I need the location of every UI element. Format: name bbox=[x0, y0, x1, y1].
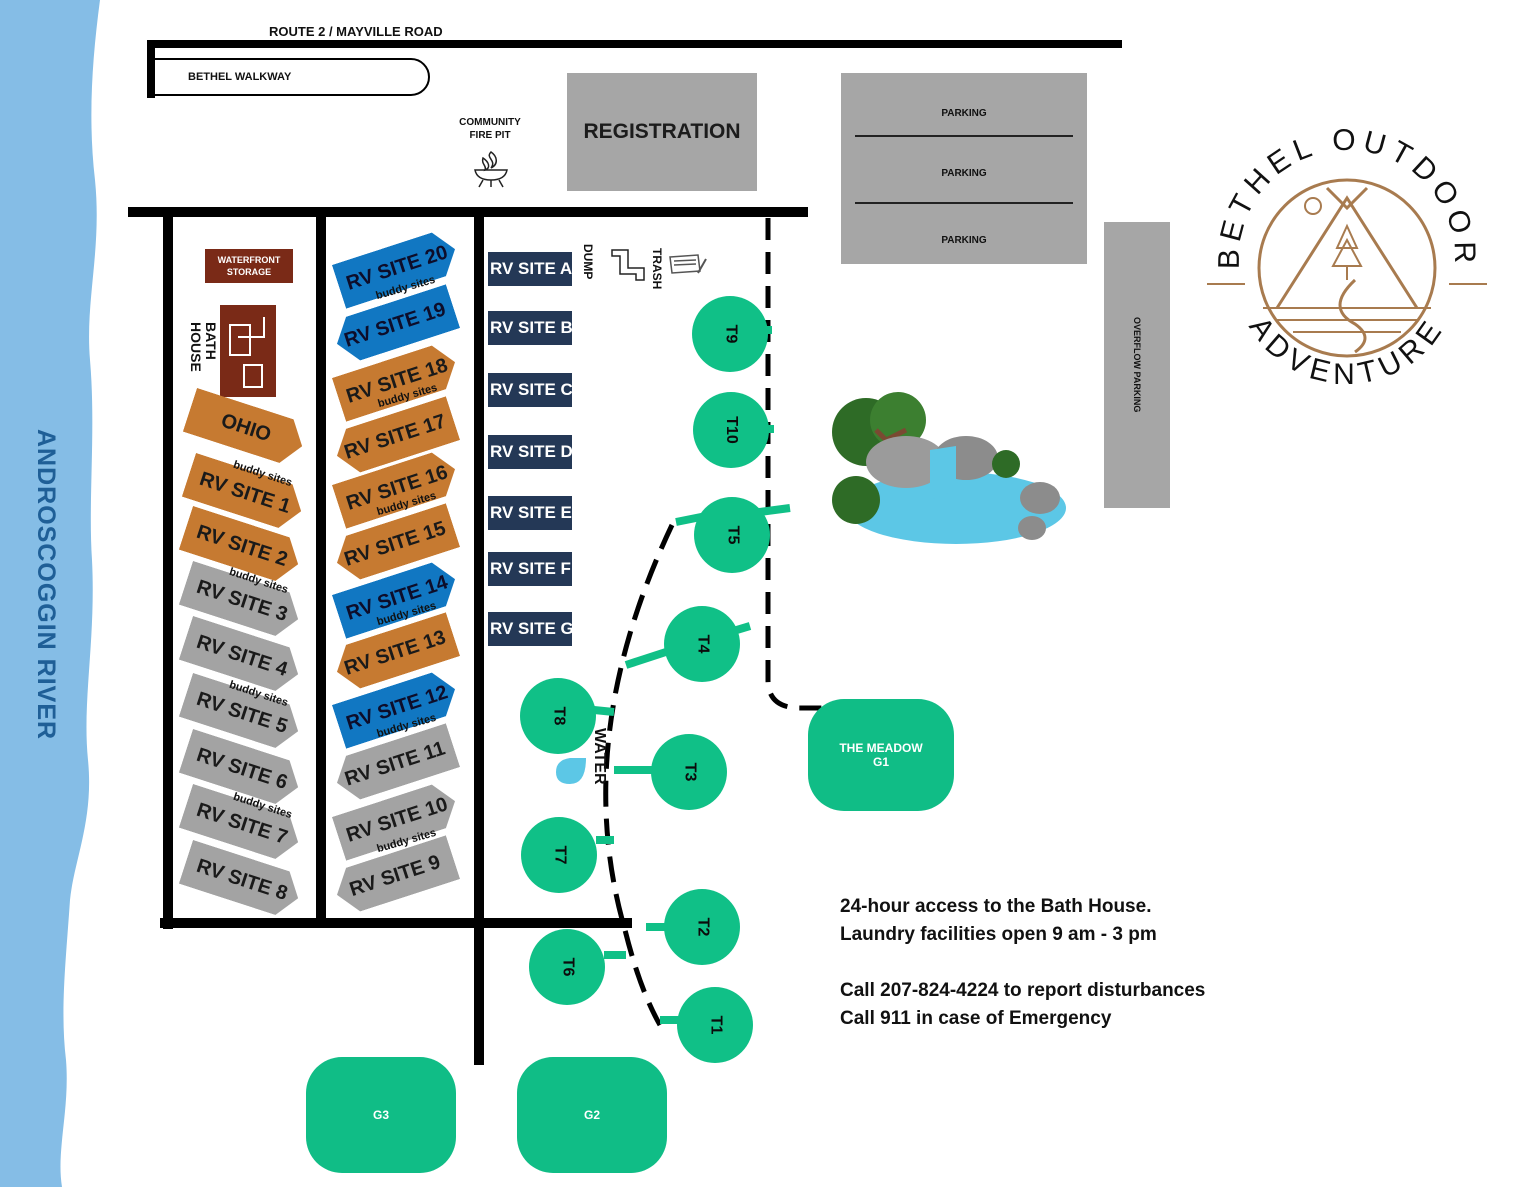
fire-pit-label-2: FIRE PIT bbox=[469, 130, 511, 141]
tent-site-t4[interactable]: T4 bbox=[664, 606, 740, 682]
group-site-g2[interactable]: G2 bbox=[517, 1057, 667, 1173]
parking-divider bbox=[855, 135, 1073, 137]
tent-site-t5[interactable]: T5 bbox=[694, 497, 770, 573]
tent-label: T9 bbox=[721, 324, 739, 344]
storage-label-1: WATERFRONT bbox=[217, 255, 281, 265]
tent-site-t6[interactable]: T6 bbox=[529, 929, 605, 1005]
tent-label: T3 bbox=[680, 762, 698, 782]
parking-label-2: PARKING bbox=[941, 168, 987, 179]
tent-site-t3[interactable]: T3 bbox=[651, 734, 727, 810]
info-line-3: Call 207-824-4224 to report disturbances bbox=[840, 980, 1206, 1001]
water-label: WATER bbox=[591, 728, 608, 785]
pond-illustration bbox=[832, 392, 1066, 544]
bath-label-2: HOUSE bbox=[188, 322, 204, 372]
campground-road-top bbox=[128, 207, 808, 217]
road-col-2-right bbox=[474, 217, 484, 1065]
info-line-1: 24-hour access to the Bath House. bbox=[840, 896, 1152, 917]
fire-pit-label-1: COMMUNITY bbox=[459, 117, 521, 128]
registration-building: REGISTRATION bbox=[567, 73, 757, 191]
bath-house bbox=[220, 305, 276, 397]
water-drop-icon bbox=[556, 758, 586, 784]
tent-label: T1 bbox=[706, 1015, 724, 1035]
river-label: ANDROSCOGGIN RIVER bbox=[32, 429, 60, 741]
tent-label: T6 bbox=[558, 957, 576, 977]
road-col-1-left bbox=[163, 217, 173, 929]
overflow-parking-label: OVERFLOW PARKING bbox=[1132, 317, 1142, 413]
parking-divider bbox=[855, 202, 1073, 204]
the-meadow-g1[interactable]: THE MEADOW G1 bbox=[808, 699, 954, 811]
site-rv-site-g[interactable]: RV SITE G bbox=[488, 612, 574, 646]
fire-pit-label: COMMUNITY FIRE PIT bbox=[452, 116, 528, 142]
info-line-4: Call 911 in case of Emergency bbox=[840, 1008, 1112, 1029]
bath-house-label: BATH HOUSE bbox=[188, 322, 219, 372]
info-spacer bbox=[840, 949, 1205, 977]
tent-label: T4 bbox=[693, 634, 711, 654]
storage-label-2: STORAGE bbox=[226, 267, 272, 277]
tent-label: T2 bbox=[693, 917, 711, 937]
fire-pit-icon bbox=[474, 151, 508, 188]
main-road bbox=[147, 40, 1122, 48]
tent-site-t7[interactable]: T7 bbox=[521, 817, 597, 893]
river bbox=[0, 0, 100, 1187]
tent-label: T7 bbox=[550, 845, 568, 865]
bethel-outdoor-logo: BETHEL OUTDOOR ADVENTURE bbox=[1207, 124, 1487, 391]
dump-icon bbox=[611, 249, 645, 281]
meadow-label: THE MEADOW bbox=[839, 741, 923, 755]
tent-site-t10[interactable]: T10 bbox=[693, 392, 769, 468]
tent-label: T10 bbox=[722, 416, 740, 444]
parking-lot: PARKING PARKING PARKING bbox=[841, 73, 1087, 264]
trash-label: TRASH bbox=[650, 248, 664, 290]
tent-label: T8 bbox=[549, 706, 567, 726]
tent-site-t1[interactable]: T1 bbox=[677, 987, 753, 1063]
road-col-1-right bbox=[316, 217, 326, 921]
site-rv-site-d[interactable]: RV SITE D bbox=[488, 435, 573, 469]
info-block: 24-hour access to the Bath House. Laundr… bbox=[840, 893, 1205, 1033]
bath-label-1: BATH bbox=[203, 322, 219, 360]
site-rv-site-c[interactable]: RV SITE C bbox=[488, 373, 573, 407]
site-rv-site-b[interactable]: RV SITE B bbox=[488, 311, 573, 345]
dump-label: DUMP bbox=[581, 244, 595, 280]
walkway-label: BETHEL WALKWAY bbox=[188, 71, 292, 83]
site-rv-site-a[interactable]: RV SITE A bbox=[488, 252, 572, 286]
info-line-2: Laundry facilities open 9 am - 3 pm bbox=[840, 924, 1157, 945]
bethel-walkway: BETHEL WALKWAY bbox=[150, 58, 430, 96]
campground-road-bottom bbox=[160, 918, 632, 928]
waterfront-storage: WATERFRONT STORAGE bbox=[205, 249, 293, 283]
parking-label-3: PARKING bbox=[941, 235, 987, 246]
group-site-g3[interactable]: G3 bbox=[306, 1057, 456, 1173]
site-rv-site-e[interactable]: RV SITE E bbox=[488, 496, 572, 530]
tent-label: T5 bbox=[723, 525, 741, 545]
meadow-code: G1 bbox=[872, 755, 889, 769]
parking-label-1: PARKING bbox=[941, 108, 987, 119]
trash-icon bbox=[669, 254, 707, 274]
overflow-parking: OVERFLOW PARKING bbox=[1104, 222, 1170, 508]
bath-house-icon bbox=[229, 317, 265, 388]
tent-site-t2[interactable]: T2 bbox=[664, 889, 740, 965]
site-rv-site-f[interactable]: RV SITE F bbox=[488, 552, 572, 586]
road-label: ROUTE 2 / MAYVILLE ROAD bbox=[269, 24, 443, 39]
tent-site-t9[interactable]: T9 bbox=[692, 296, 768, 372]
tent-site-t8[interactable]: T8 bbox=[520, 678, 596, 754]
